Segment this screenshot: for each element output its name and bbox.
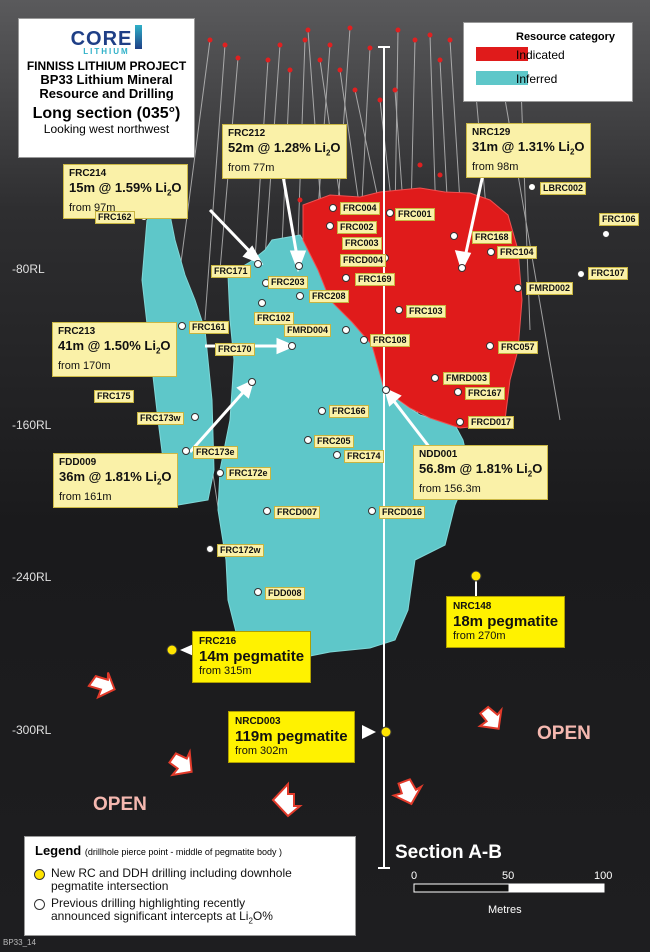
hole-label: FRC167 bbox=[465, 387, 505, 400]
open-label: OPEN bbox=[93, 794, 147, 815]
rl-label: -300RL bbox=[12, 723, 52, 737]
hole-label: FRC166 bbox=[329, 405, 369, 418]
figure-code: BP33_14 bbox=[3, 938, 36, 947]
hole-label: FRC057 bbox=[498, 341, 538, 354]
hole-label: FRC102 bbox=[254, 312, 294, 325]
open-arrows bbox=[87, 672, 503, 818]
subtitle-line-2: Resource and Drilling bbox=[39, 86, 174, 101]
hole-label: FRC203 bbox=[268, 276, 308, 289]
hole-label: FRC161 bbox=[189, 321, 229, 334]
rl-label: -160RL bbox=[12, 418, 52, 432]
callout-frc216: FRC216 14m pegmatite from 315m bbox=[192, 631, 312, 683]
hole-label: FMRD004 bbox=[284, 324, 332, 337]
hole-label: FRC108 bbox=[370, 334, 410, 347]
hole-label: FRC170 bbox=[215, 343, 255, 356]
hole-label: FRC205 bbox=[314, 435, 354, 448]
hole-label: FRC173w bbox=[137, 412, 184, 425]
section-title: Long section (035°) bbox=[32, 105, 181, 122]
indicated-swatch bbox=[476, 47, 528, 61]
callout-nrcd003: NRCD003 119m pegmatite from 302m bbox=[228, 711, 355, 763]
hole-label: FRC174 bbox=[344, 450, 384, 463]
new-drilling-legend-marker bbox=[34, 869, 45, 880]
indicated-label: Indicated bbox=[516, 48, 565, 62]
scale-tick-label: 0 bbox=[411, 870, 418, 882]
inferred-swatch bbox=[476, 71, 528, 85]
company-logo: CORE bbox=[19, 25, 194, 51]
resource-category-title: Resource category bbox=[516, 31, 616, 43]
title-box: CORE LITHIUM FINNISS LITHIUM PROJECT BP3… bbox=[18, 18, 195, 158]
previous-drilling-points bbox=[126, 183, 610, 596]
scale-tick-label: 100 bbox=[594, 870, 613, 882]
hole-label: FRC168 bbox=[472, 231, 512, 244]
subtitle-line-1: BP33 Lithium Mineral bbox=[40, 72, 173, 87]
hole-label: FDD008 bbox=[265, 587, 305, 600]
callout-frc214: FRC214 15m @ 1.59% Li2O from 97m bbox=[63, 164, 188, 219]
callout-nrc129: NRC129 31m @ 1.31% Li2O from 98m bbox=[466, 123, 591, 178]
hole-label: FMRD002 bbox=[526, 282, 574, 295]
callout-nrc148: NRC148 18m pegmatite from 270m bbox=[446, 596, 566, 648]
hole-label: FRC162 bbox=[95, 211, 135, 224]
hole-label: FRC103 bbox=[406, 305, 446, 318]
rl-label: -80RL bbox=[12, 262, 45, 276]
inferred-label: Inferred bbox=[516, 72, 558, 86]
callout-frc212: FRC212 52m @ 1.28% Li2O from 77m bbox=[222, 124, 347, 179]
previous-drilling-legend-marker bbox=[34, 899, 45, 910]
new-drilling-points bbox=[166, 570, 482, 738]
legend-title: Legend (drillhole pierce point - middle … bbox=[35, 843, 282, 858]
hole-label: FRC175 bbox=[94, 390, 134, 403]
rl-label: -240RL bbox=[12, 570, 52, 584]
callout-frc213: FRC213 41m @ 1.50% Li2O from 170m bbox=[52, 322, 177, 377]
hole-label: FRC001 bbox=[395, 208, 435, 221]
hole-label: FRC106 bbox=[599, 213, 639, 226]
scale-tick-label: 50 bbox=[502, 870, 515, 882]
hole-label: FRC002 bbox=[337, 221, 377, 234]
resource-category-legend: Resource category Indicated Inferred bbox=[463, 22, 633, 102]
hole-label: FRC171 bbox=[211, 265, 251, 278]
hole-label: LBRC002 bbox=[540, 182, 587, 195]
section-label: Section A-B bbox=[395, 842, 502, 863]
hole-label: FRCD004 bbox=[340, 254, 387, 267]
hole-label: FRC172e bbox=[226, 467, 271, 480]
company-logo-subtext: LITHIUM bbox=[83, 47, 130, 56]
open-label: OPEN bbox=[537, 723, 591, 744]
hole-label: FMRD003 bbox=[443, 372, 491, 385]
hole-label: FRC104 bbox=[497, 246, 537, 259]
callout-ndd001: NDD001 56.8m @ 1.81% Li2O from 156.3m bbox=[413, 445, 549, 500]
hole-label: FRCD017 bbox=[468, 416, 515, 429]
hole-label: FRC003 bbox=[342, 237, 382, 250]
hole-label: FRC004 bbox=[340, 202, 380, 215]
hole-label: FRC107 bbox=[588, 267, 628, 280]
hole-label: FRCD007 bbox=[274, 506, 321, 519]
scale-bar bbox=[413, 883, 605, 893]
project-name: FINNISS LITHIUM PROJECT bbox=[26, 59, 187, 73]
hole-label: FRC173e bbox=[193, 446, 238, 459]
legend-item-new: New RC and DDH drilling including downho… bbox=[51, 866, 292, 893]
callout-fdd009: FDD009 36m @ 1.81% Li2O from 161m bbox=[53, 453, 178, 508]
scale-unit-label: Metres bbox=[488, 904, 522, 916]
hole-label: FRC208 bbox=[309, 290, 349, 303]
hole-label: FRC172w bbox=[217, 544, 264, 557]
hole-label: FRC169 bbox=[355, 273, 395, 286]
view-direction: Looking west northwest bbox=[43, 122, 170, 136]
hole-label: FRCD016 bbox=[379, 506, 426, 519]
legend-box: Legend (drillhole pierce point - middle … bbox=[24, 836, 356, 936]
